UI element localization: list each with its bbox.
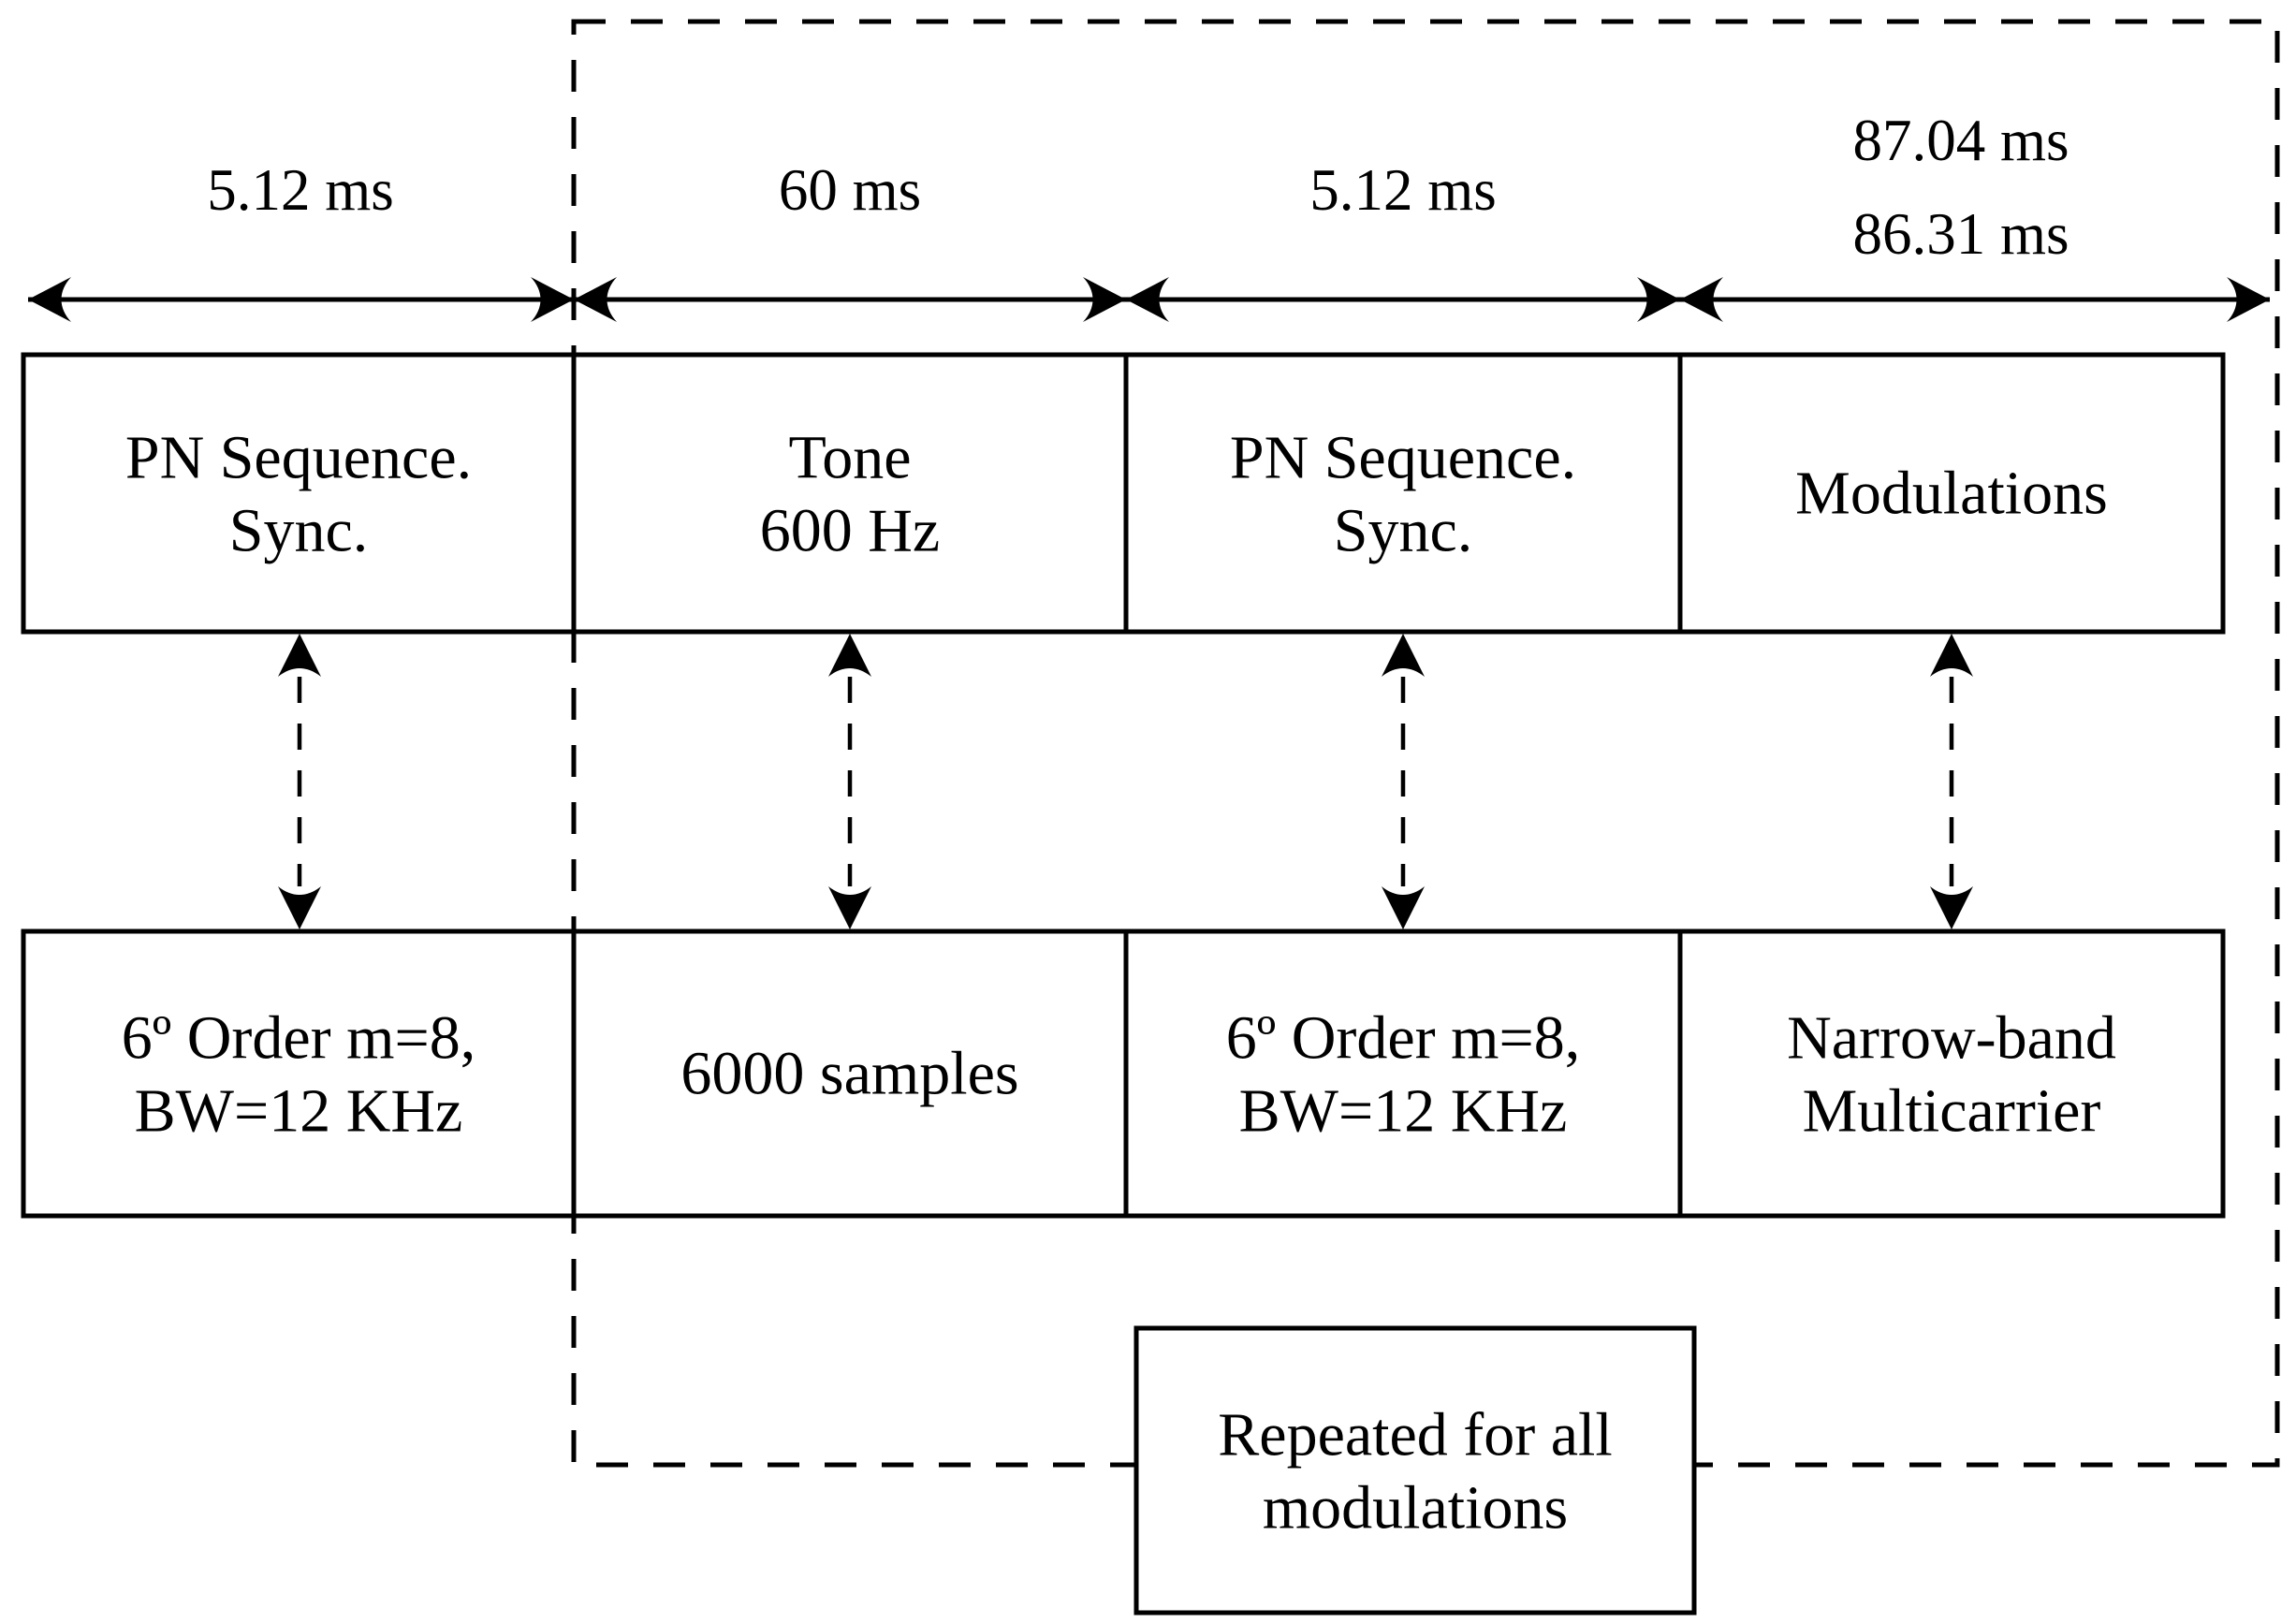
- arrowhead-down-icon: [278, 886, 321, 929]
- box-tone-600hz-line2: 600 Hz: [760, 497, 940, 565]
- arrowhead-right-icon: [2227, 277, 2270, 322]
- arrowhead-right-icon: [1637, 277, 1680, 322]
- arrowhead-up-icon: [828, 634, 871, 677]
- box-tone-600hz-line1: Tone: [788, 424, 911, 492]
- box-6th-order-filter-1-line1: 6º Order m=8,: [122, 1004, 475, 1073]
- timing-label-segment3: 5.12 ms: [1309, 157, 1497, 223]
- box-6000-samples: [571, 928, 1129, 1219]
- timing-label-segment2: 60 ms: [779, 157, 921, 223]
- box-modulations: [1677, 352, 2226, 635]
- box-narrowband-multicarrier-line1: Narrow-band: [1787, 1004, 2116, 1073]
- box-6th-order-filter-2-line2: BW=12 KHz: [1239, 1077, 1568, 1146]
- arrowhead-up-icon: [1930, 634, 1973, 677]
- arrowhead-down-icon: [828, 886, 871, 929]
- arrowhead-down-icon: [1382, 886, 1425, 929]
- box-6th-order-filter-1-line2: BW=12 KHz: [135, 1077, 463, 1146]
- arrowhead-left-icon: [1680, 277, 1723, 322]
- box-pn-sequence-sync-2: [1123, 352, 1683, 635]
- box-6th-order-filter-1: [21, 928, 577, 1219]
- timing-label-segment1: 5.12 ms: [207, 157, 394, 223]
- box-pn-sequence-sync-1: [21, 352, 577, 635]
- arrowhead-left-icon: [28, 277, 71, 322]
- box-repeated-note-line2: modulations: [1263, 1474, 1568, 1543]
- box-6th-order-filter-2-line1: 6º Order m=8,: [1226, 1004, 1580, 1073]
- box-pn-sequence-sync-2-line1: PN Sequence.: [1230, 424, 1576, 492]
- box-6th-order-filter-2: [1123, 928, 1683, 1219]
- arrowhead-up-icon: [278, 634, 321, 677]
- box-modulations-line1: Modulations: [1795, 460, 2108, 528]
- box-narrowband-multicarrier-line2: Multicarrier: [1803, 1077, 2101, 1146]
- timing-label-segment4-line2: 86.31 ms: [1852, 201, 2069, 267]
- box-narrowband-multicarrier: [1677, 928, 2226, 1219]
- box-repeated-note: [1133, 1325, 1697, 1616]
- box-tone-600hz: [571, 352, 1129, 635]
- box-repeated-note-line1: Repeated for all: [1218, 1401, 1612, 1469]
- arrowhead-right-icon: [531, 277, 574, 322]
- arrowhead-up-icon: [1382, 634, 1425, 677]
- timing-label-segment4-line1: 87.04 ms: [1852, 108, 2069, 173]
- arrowhead-right-icon: [1083, 277, 1126, 322]
- arrowhead-left-icon: [1126, 277, 1169, 322]
- arrowhead-down-icon: [1930, 886, 1973, 929]
- box-pn-sequence-sync-2-line2: Sync.: [1334, 497, 1473, 565]
- box-6000-samples-line1: 6000 samples: [680, 1040, 1018, 1108]
- box-pn-sequence-sync-1-line1: PN Sequence.: [125, 424, 472, 492]
- arrowhead-left-icon: [574, 277, 617, 322]
- box-pn-sequence-sync-1-line2: Sync.: [229, 497, 369, 565]
